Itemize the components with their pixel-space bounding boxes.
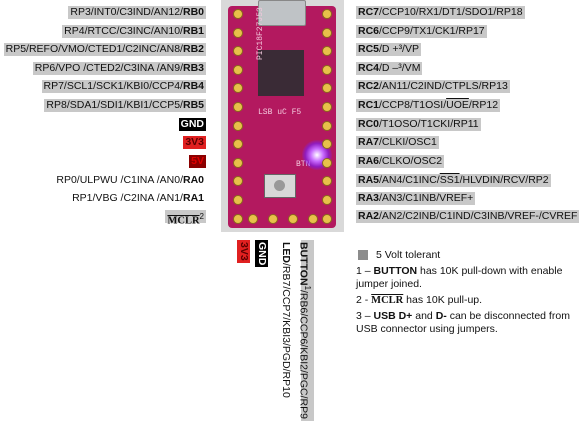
bottom-pin-3v3: 3V3 [237, 240, 250, 263]
right-pin-3: RC5/D +³/VP [356, 43, 421, 56]
pin-pad-right [322, 65, 332, 75]
pin-pad-left [233, 65, 243, 75]
pin-pad-left [233, 214, 243, 224]
pin-pad-right [322, 158, 332, 168]
board-silk-model: LSB uC F5 [258, 108, 301, 117]
pin-pad-right [322, 9, 332, 19]
pin-pad-right [322, 28, 332, 38]
left-pin-4: RP6/VPO /CTED2/C3INA /AN9/RB3 [33, 62, 206, 75]
pin-pad-bottom [308, 214, 318, 224]
pin-pad-bottom [288, 214, 298, 224]
left-pin-5: RP7/SCL1/SCK1/KBI0/CCP4/RB4 [42, 80, 207, 93]
legend-swatch [358, 250, 368, 260]
legend-note-1: 1 – BUTTON has 10K pull-down with enable [356, 265, 562, 278]
right-pin-10: RA5/AN4/C1INC/SS1/HLVDIN/RCV/RP2 [356, 174, 551, 187]
pin-pad-left [233, 195, 243, 205]
usb-connector [258, 0, 306, 26]
left-pin-7: GND [179, 118, 206, 131]
right-pin-6: RC1/CCP8/T1OSI/UOE/RP12 [356, 99, 500, 112]
right-pin-11: RA3/AN3/C1INB/VREF+ [356, 192, 475, 205]
pin-pad-right [322, 195, 332, 205]
right-pin-8: RA7/CLKI/OSC1 [356, 136, 439, 149]
bottom-pin-gnd: GND [255, 240, 268, 267]
board-silk-chip: PIC18F27J53 [256, 7, 265, 60]
left-pin-6: RP8/SDA1/SDI1/KBI1/CCP5/RB5 [44, 99, 206, 112]
bottom-pin-led: LED/RB7/CCP7/KBI3/PGD/RP10 [279, 240, 292, 400]
pin-pad-right [322, 102, 332, 112]
legend-note-3: 3 – USB D+ and D- can be disconnected fr… [356, 310, 570, 323]
pin-pad-left [233, 158, 243, 168]
left-pin-10: RP0/ULPWU /C1INA /AN0/RA0 [54, 174, 206, 187]
pin-pad-left [233, 102, 243, 112]
left-pin-9: 5V [189, 155, 206, 168]
legend-note-2: 2 - MCLR has 10K pull-up. [356, 294, 482, 307]
pin-pad-left [233, 28, 243, 38]
pin-pad-left [233, 121, 243, 131]
legend-note-1-line2: jumper joined. [356, 278, 422, 291]
bottom-pin-button: BUTTON1/RB6/CCP6/KBI2/PGC/RP9 [301, 240, 314, 421]
left-pin-8: 3V3 [183, 136, 206, 149]
pin-pad-right [322, 214, 332, 224]
right-pin-4: RC4/D –³/VM [356, 62, 422, 75]
right-pin-9: RA6/CLKO/OSC2 [356, 155, 444, 168]
right-pin-5: RC2/AN11/C2IND/CTPLS/RP13 [356, 80, 510, 93]
right-pin-2: RC6/CCP9/TX1/CK1/RP17 [356, 25, 487, 38]
pin-pad-bottom [248, 214, 258, 224]
right-pin-7: RC0/T1OSO/T1CKI/RP11 [356, 118, 481, 131]
right-pin-12: RA2/AN2/C2INB/C1IND/C3INB/VREF-/CVREF [356, 210, 579, 223]
left-pin-mclr: MCLR2 [165, 210, 206, 223]
pin-pad-right [322, 121, 332, 131]
left-pin-11: RP1/VBG /C2INA /AN1/RA1 [70, 192, 206, 205]
pin-pad-left [233, 9, 243, 19]
board-button [264, 174, 296, 198]
pin-pad-bottom [268, 214, 278, 224]
legend-note-3-line2: USB connector using jumpers. [356, 323, 498, 336]
left-pin-1: RP3/INT0/C3IND/AN12/RB0 [68, 6, 206, 19]
left-pin-2: RP4/RTCC/C3INC/AN10/RB1 [62, 25, 206, 38]
legend-swatch-label: 5 Volt tolerant [376, 249, 440, 262]
left-pin-3: RP5/REFO/VMO/CTED1/C2INC/AN8/RB2 [4, 43, 206, 56]
right-pin-1: RC7/CCP10/RX1/DT1/SDO1/RP18 [356, 6, 525, 19]
